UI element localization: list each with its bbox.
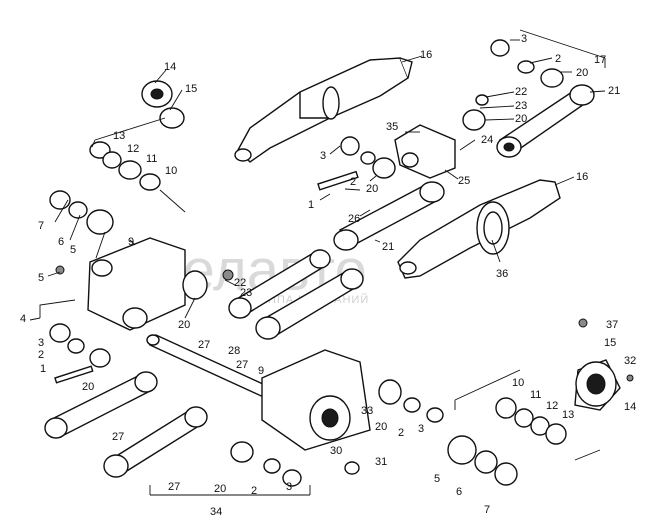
axle-shaft — [146, 334, 278, 401]
callout-31: 31 — [375, 456, 387, 468]
callout-27-a: 27 — [198, 339, 210, 351]
callout-30: 30 — [330, 445, 342, 457]
center-rods — [228, 249, 364, 340]
bottom-bushings — [230, 397, 444, 487]
top-right-bushings — [462, 39, 564, 131]
callout-22-top: 22 — [515, 86, 527, 98]
callout-12-left: 12 — [127, 143, 139, 155]
callout-26: 26 — [348, 213, 360, 225]
callout-9-right: 9 — [258, 365, 264, 377]
callout-23-top: 23 — [515, 100, 527, 112]
left-upper-washers — [89, 80, 185, 191]
callout-2-bottom: 2 — [251, 485, 257, 497]
callout-27-c: 27 — [112, 431, 124, 443]
callout-16-lower: 16 — [576, 171, 588, 183]
callout-34: 34 — [210, 506, 222, 518]
group-brackets — [39, 29, 606, 496]
callout-4: 4 — [20, 313, 26, 325]
center-bracket — [317, 124, 456, 251]
callout-3-left: 3 — [38, 337, 44, 349]
callout-23-left: 23 — [240, 287, 252, 299]
callout-35: 35 — [386, 121, 398, 133]
callout-20-right: 20 — [375, 421, 387, 433]
right-hub-assembly — [495, 318, 634, 445]
callout-6-left: 5 — [70, 244, 76, 256]
callout-27-b: 27 — [236, 359, 248, 371]
callout-25: 25 — [458, 175, 470, 187]
lower-left-rods — [44, 371, 208, 478]
callout-3-bottom: 3 — [286, 481, 292, 493]
callout-10-left: 10 — [165, 165, 177, 177]
callout-2-left: 2 — [38, 349, 44, 361]
leader-lines — [29, 39, 606, 321]
callout-27-d: 27 — [168, 481, 180, 493]
callout-15-right: 15 — [604, 337, 616, 349]
callout-14-left: 14 — [164, 61, 176, 73]
callout-24: 24 — [481, 134, 493, 146]
callout-8-left: 7 — [38, 220, 44, 232]
callout-21-top: 21 — [608, 85, 620, 97]
callout-8-right: 7 — [484, 504, 490, 516]
callout-7-right: 6 — [456, 486, 462, 498]
left-washers — [49, 190, 114, 235]
callout-3-mid: 3 — [320, 150, 326, 162]
callout-20-top: 20 — [576, 67, 588, 79]
right-bracket-housing — [261, 349, 402, 451]
callout-17: 17 — [594, 54, 606, 66]
callout-1-left: 1 — [40, 363, 46, 375]
callout-33: 33 — [361, 405, 373, 417]
callout-13-left: 13 — [113, 130, 125, 142]
callout-15-left: 15 — [185, 83, 197, 95]
callout-20-center: 20 — [366, 183, 378, 195]
callout-3-right: 3 — [418, 423, 424, 435]
callout-9-left: 9 — [128, 236, 134, 248]
callout-11-right: 11 — [530, 389, 541, 401]
upper-right-rod — [496, 84, 595, 158]
callout-1-mid: 1 — [308, 199, 314, 211]
callout-13-right: 13 — [562, 409, 574, 421]
callout-2-mid: 2 — [350, 176, 356, 188]
callout-21-mid: 21 — [382, 241, 394, 253]
callout-14-right: 14 — [624, 401, 636, 413]
lower-right-washers — [344, 435, 518, 486]
upper-balancer-beam — [234, 57, 413, 163]
callout-20-lowleft: 20 — [82, 381, 94, 393]
callout-20-bottom: 20 — [214, 483, 226, 495]
callout-labels: 16 16 36 3 2 17 20 21 22 23 20 24 35 3 2… — [20, 33, 636, 518]
callout-28: 28 — [228, 345, 240, 357]
callout-37: 37 — [606, 319, 618, 331]
callout-6-right: 5 — [434, 473, 440, 485]
lower-left-washers — [49, 323, 111, 384]
callout-10-right: 10 — [512, 377, 524, 389]
callout-12-right: 12 — [546, 400, 558, 412]
callout-20-left: 20 — [178, 319, 190, 331]
callout-7-left: 6 — [58, 236, 64, 248]
callout-2-right: 2 — [398, 427, 404, 439]
callout-11-left: 11 — [146, 153, 157, 165]
callout-20-mid: 20 — [515, 113, 527, 125]
callout-32: 32 — [624, 355, 636, 367]
callout-5: 5 — [38, 272, 44, 284]
left-bracket-housing — [55, 237, 234, 331]
callout-2-top: 2 — [555, 53, 561, 65]
callout-16-top: 16 — [420, 49, 432, 61]
callout-3-top: 3 — [521, 33, 527, 45]
callout-22-left: 22 — [234, 277, 246, 289]
callout-36: 36 — [496, 268, 508, 280]
